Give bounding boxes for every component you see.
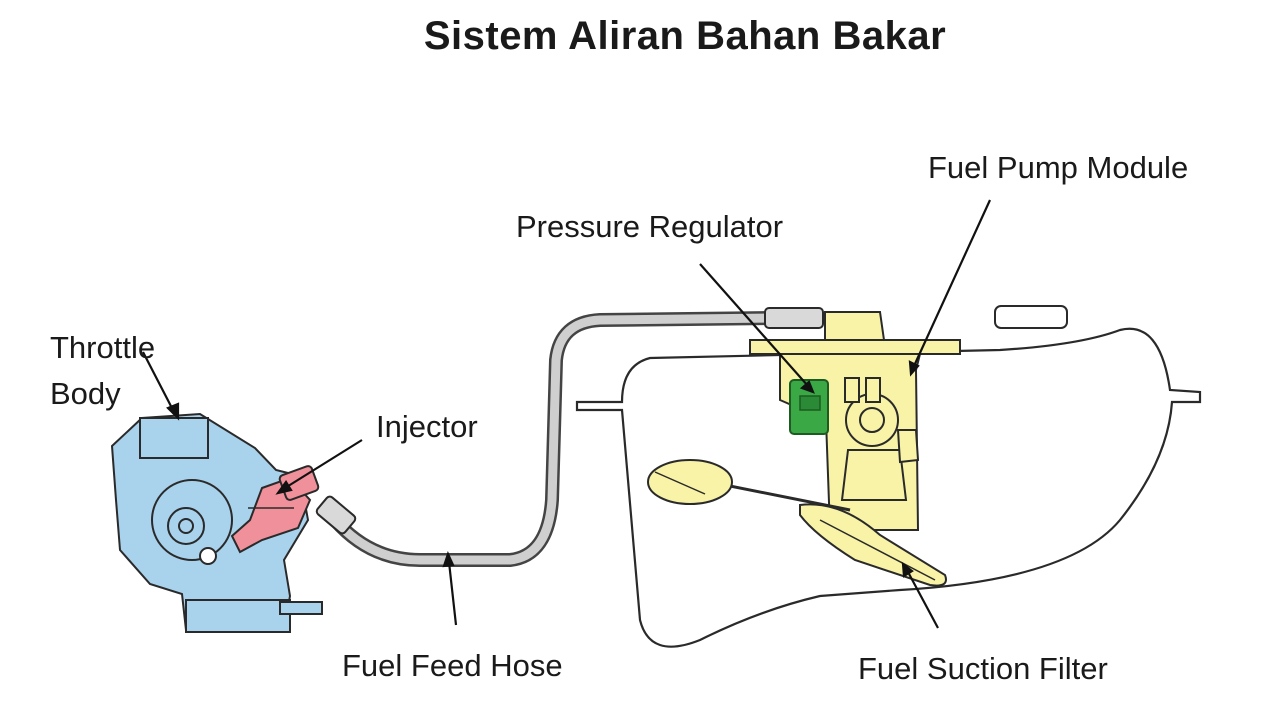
diagram-title: Sistem Aliran Bahan Bakar [423, 14, 947, 58]
label-injector: Injector [376, 409, 478, 444]
fuel-suction-filter [799, 503, 947, 587]
pump-module-flange [749, 339, 961, 355]
pointer-arrows [142, 199, 992, 629]
hose-end-fitting [315, 495, 357, 535]
hose-connector [764, 307, 824, 329]
fuel-feed-hose [315, 307, 824, 567]
label-pressure-regulator: Pressure Regulator [516, 209, 784, 244]
throttle-body [110, 412, 323, 633]
label-throttle-body: Throttle Body [50, 330, 156, 411]
label-fuel-suction-filter: Fuel Suction Filter [858, 651, 1108, 686]
label-fuel-pump-module: Fuel Pump Module [928, 150, 1189, 185]
label-fuel-feed-hose: Fuel Feed Hose [342, 648, 563, 683]
tank-filler-cap [994, 305, 1068, 329]
pressure-regulator [789, 379, 829, 435]
